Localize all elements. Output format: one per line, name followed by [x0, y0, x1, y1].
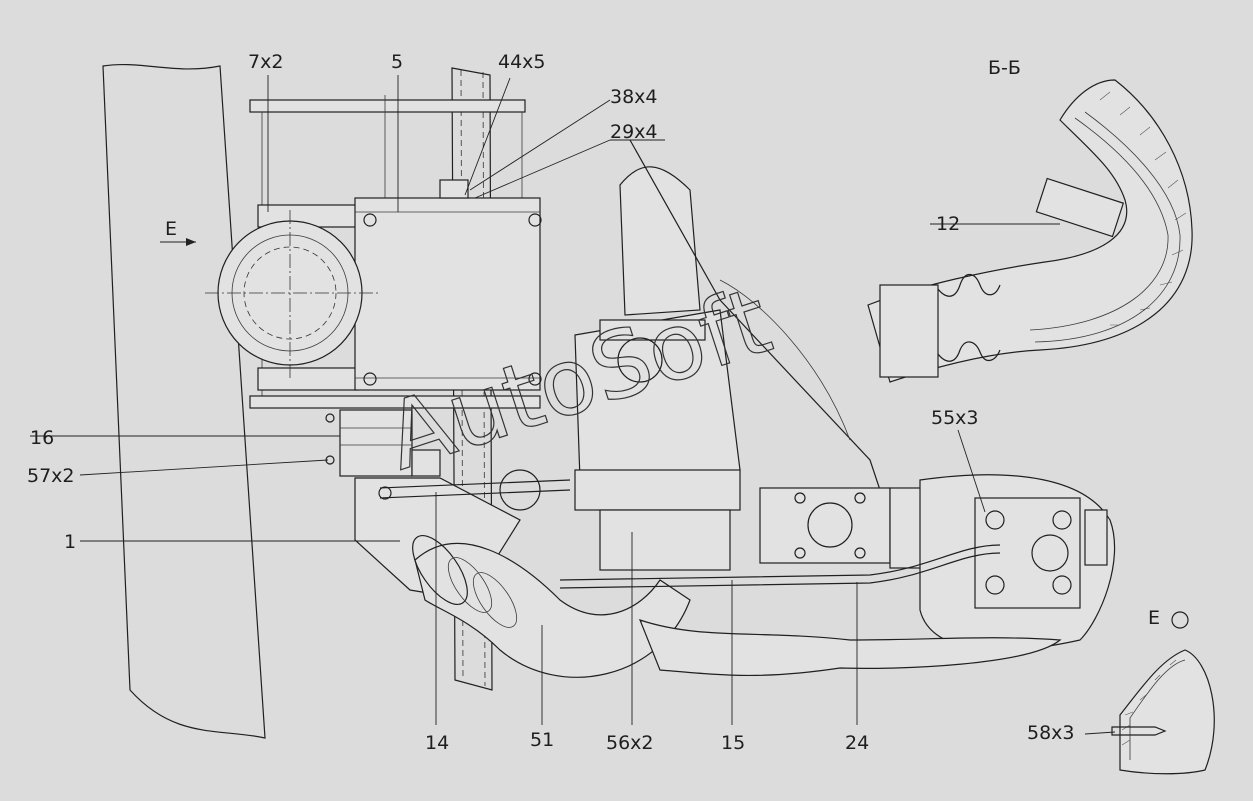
callout-7x2: 7x2 [248, 51, 283, 73]
callout-16: 16 [30, 427, 54, 449]
section-bb-duct [867, 79, 1193, 383]
callout-5: 5 [391, 51, 403, 73]
view-e-detail [1111, 611, 1215, 775]
air-cleaner [205, 210, 380, 380]
callout-57x2: 57x2 [27, 465, 75, 487]
callout-labels: 7x2 5 44x5 38x4 29x4 12 16 57x2 1 55x3 1… [27, 51, 1075, 754]
engine-block [499, 139, 881, 571]
section-label: Б-Б [988, 57, 1021, 79]
view-e-arrow: E [160, 218, 196, 246]
elbow-hose [412, 535, 691, 678]
callout-44x5: 44x5 [498, 51, 546, 73]
view-label-side: E [165, 218, 177, 240]
callout-55x3: 55x3 [931, 407, 979, 429]
pipe-14 [378, 479, 571, 500]
bracket-16 [325, 409, 441, 477]
callout-15: 15 [721, 732, 745, 754]
callout-29x4: 29x4 [610, 121, 658, 143]
view-label-detail: E [1148, 607, 1160, 629]
callout-14: 14 [425, 732, 449, 754]
lower-pan [638, 619, 1062, 676]
callout-56x2: 56x2 [606, 732, 654, 754]
callout-51: 51 [530, 729, 554, 751]
callout-1: 1 [64, 531, 76, 553]
callout-58x3: 58x3 [1027, 722, 1075, 744]
callout-24: 24 [845, 732, 869, 754]
fuel-line [559, 544, 1001, 589]
callout-38x4: 38x4 [610, 86, 658, 108]
right-housing [919, 474, 1116, 651]
callout-12: 12 [936, 213, 960, 235]
callout-leaders [30, 75, 1116, 735]
frame-member [102, 63, 266, 739]
